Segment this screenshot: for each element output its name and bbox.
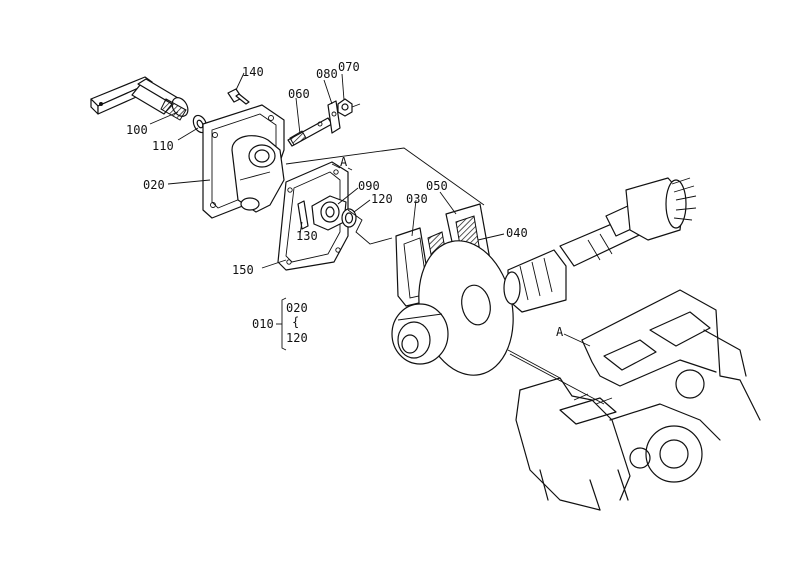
label-080[interactable]: 080 [316, 67, 338, 81]
assembly-label[interactable]: 010 [252, 317, 274, 331]
label-020[interactable]: 020 [143, 178, 165, 192]
label-050[interactable]: 050 [426, 179, 448, 193]
part-140-bolt[interactable] [227, 88, 250, 105]
label-090[interactable]: 090 [358, 179, 380, 193]
label-120[interactable]: 120 [371, 192, 393, 206]
label-030[interactable]: 030 [406, 192, 428, 206]
label-130[interactable]: 130 [296, 229, 318, 243]
label-100[interactable]: 100 [126, 123, 148, 137]
assembly-range-brace: { [292, 315, 299, 329]
part-090-shift-hub[interactable] [311, 195, 347, 231]
label-140[interactable]: 140 [242, 65, 264, 79]
pinion-shaft[interactable] [559, 177, 697, 267]
label-a-upper[interactable]: A [340, 155, 348, 169]
part-080-bracket[interactable] [327, 100, 341, 134]
assembly-range-to: 120 [286, 331, 308, 345]
part-060-shaft[interactable] [287, 117, 333, 147]
reference-outline-a [285, 147, 485, 245]
splined-sleeve[interactable] [503, 249, 567, 313]
part-020-cover[interactable] [202, 104, 285, 219]
label-110[interactable]: 110 [152, 139, 174, 153]
part-100-lever-shaft[interactable] [90, 76, 191, 121]
leader-lines [149, 72, 591, 347]
label-060[interactable]: 060 [288, 87, 310, 101]
part-130-pin[interactable] [297, 200, 309, 230]
part-040-disc[interactable] [391, 232, 525, 384]
part-070-nut[interactable] [337, 98, 361, 117]
label-150[interactable]: 150 [232, 263, 254, 277]
transmission-case [507, 289, 761, 511]
label-040[interactable]: 040 [506, 226, 528, 240]
label-a-lower[interactable]: A [556, 325, 564, 339]
part-labels: 100 110 140 060 080 070 020 A 090 120 05… [126, 60, 564, 339]
assembly-range-from: 020 [286, 301, 308, 315]
assembly-callout: 010 020 { 120 [252, 297, 308, 351]
label-070[interactable]: 070 [338, 60, 360, 74]
